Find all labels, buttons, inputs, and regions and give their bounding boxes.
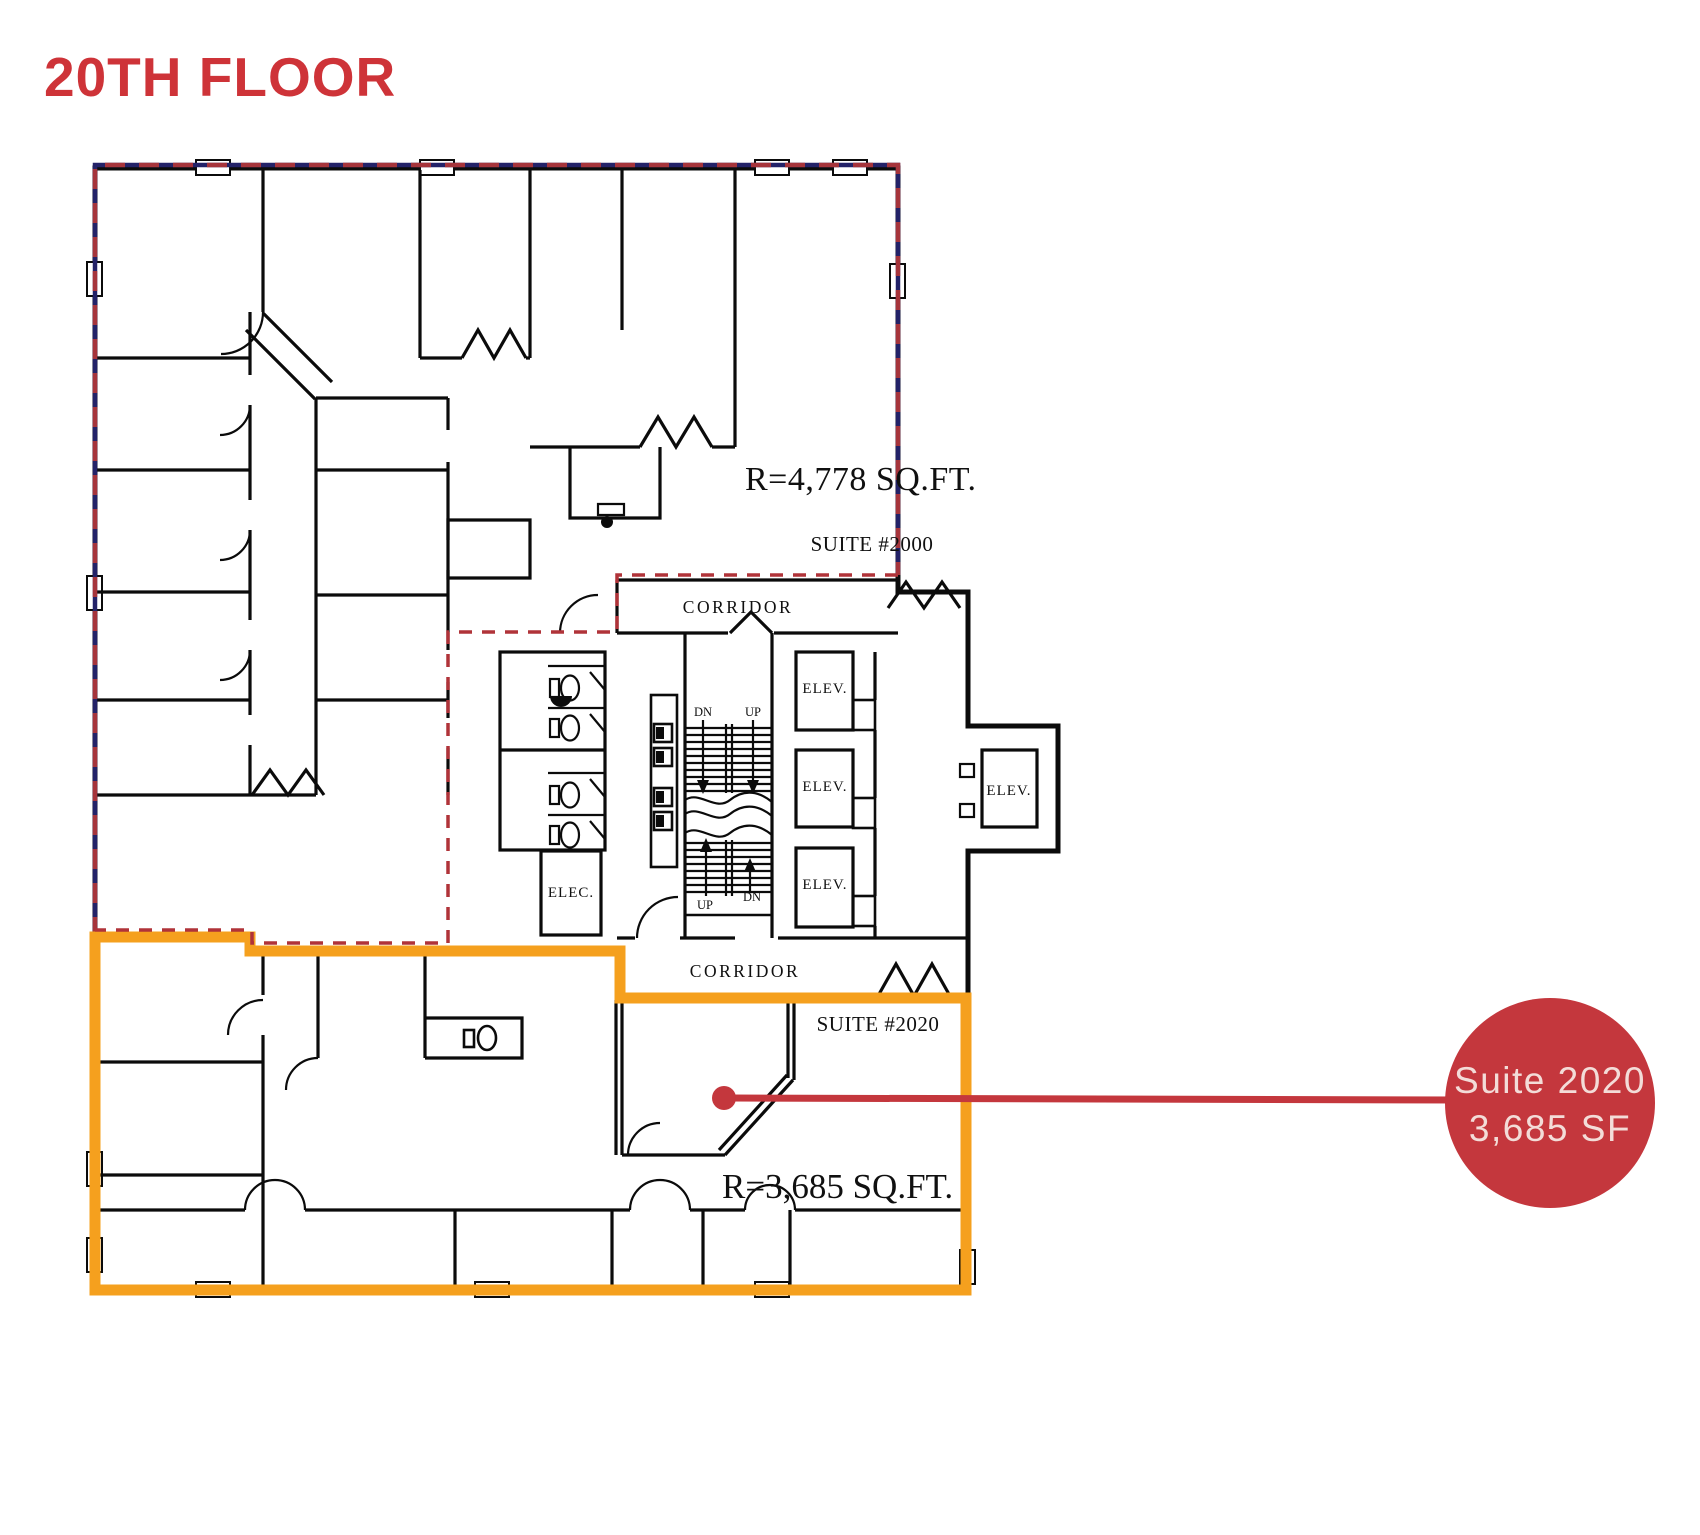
electrical-room — [539, 849, 603, 937]
restrooms — [498, 650, 679, 869]
stair-dn-lower-label: DN — [743, 890, 761, 904]
elevator-core — [794, 650, 877, 929]
callout-circle — [1445, 998, 1655, 1208]
elevator-2-label: ELEV. — [802, 779, 847, 795]
stair-up-lower-label: UP — [697, 898, 713, 912]
core-walls — [615, 578, 966, 940]
toilet-icon — [548, 821, 581, 849]
suite-2020-area-label: R=3,685 SQ.FT. — [722, 1167, 953, 1206]
suite-2020-callout: Suite 2020 3,685 SF — [712, 998, 1655, 1208]
suite-2000-area-label: R=4,778 SQ.FT. — [745, 461, 976, 498]
door-arcs — [219, 311, 797, 1211]
electrical-room-label: ELEC. — [548, 885, 594, 901]
stair-treads-lower — [685, 840, 772, 896]
stair-treads-upper — [685, 724, 772, 793]
stairwell — [683, 633, 774, 938]
fixture-icons — [652, 722, 674, 832]
suite-2000-interior-walls — [95, 170, 737, 797]
suite-2020-boundary — [89, 931, 972, 1296]
suite-2000-boundary — [92, 162, 901, 937]
corridor-upper-label: CORRIDOR — [683, 597, 793, 617]
elevator-3-label: ELEV. — [802, 877, 847, 893]
service-elevator-label: ELEV. — [986, 783, 1031, 799]
sink-icon — [550, 696, 572, 707]
suite-2020-interior-walls — [95, 950, 966, 1292]
stair-dn-upper-label: DN — [694, 705, 712, 719]
corridor-lower-label: CORRIDOR — [690, 961, 800, 981]
suite-2000-name-label: SUITE #2000 — [811, 532, 934, 556]
callout-leader-line — [729, 1094, 1461, 1104]
suite-2000-demising-line — [95, 573, 898, 945]
door-fixture-icon — [601, 516, 613, 528]
service-elevator — [958, 748, 1039, 829]
suite-2020-name-label: SUITE #2020 — [817, 1012, 940, 1036]
callout-suite-area: 3,685 SF — [1469, 1108, 1631, 1149]
stair-direction-arrows — [697, 720, 759, 896]
page-title: 20TH FLOOR — [44, 46, 396, 108]
stair-up-upper-label: UP — [745, 705, 761, 719]
toilet-icon — [462, 1024, 498, 1052]
callout-suite-name: Suite 2020 — [1454, 1060, 1646, 1101]
toilet-icon — [548, 714, 581, 742]
elevator-1-label: ELEV. — [802, 681, 847, 697]
outer-walls — [92, 165, 1061, 1293]
toilet-icon — [548, 781, 581, 809]
callout-dot — [712, 1086, 736, 1110]
